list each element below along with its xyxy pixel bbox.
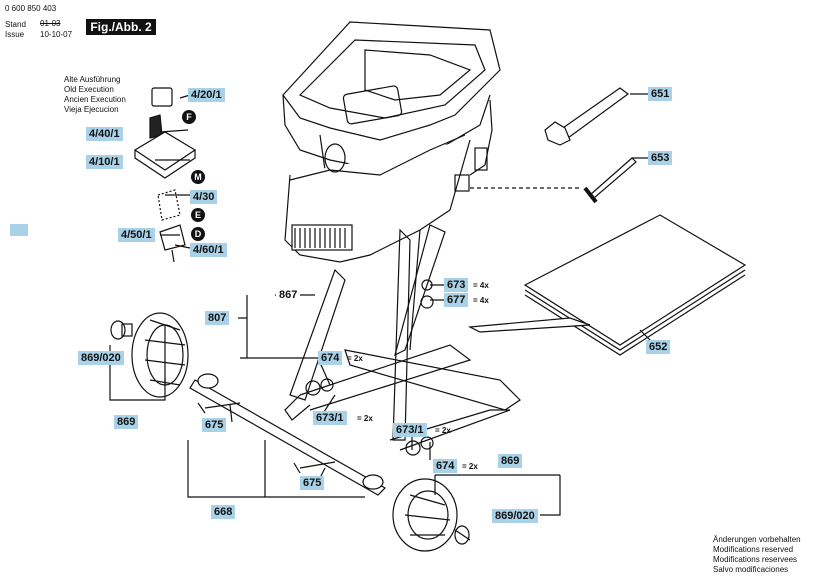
label-673: 673 (444, 278, 469, 292)
label-867: 867 (276, 288, 301, 302)
circle-marker-m: M (191, 170, 205, 184)
label-677: 677 (444, 293, 469, 307)
qty-673: = 4x (473, 281, 489, 290)
label-869-020-left: 869/020 (78, 351, 124, 365)
footer-line-3: Modifications reservees (713, 555, 798, 564)
circle-marker-d: D (191, 227, 205, 241)
part-number: 0 600 850 403 (5, 4, 57, 13)
figure-tag: Fig./Abb. 2 (86, 19, 156, 35)
stand-value: 01-03 (40, 19, 61, 28)
label-4-50-1: 4/50/1 (118, 228, 155, 242)
footer-line-2: Modifications reserved (713, 545, 794, 554)
issue-label: Issue (5, 30, 25, 39)
label-869-left: 869 (114, 415, 139, 429)
label-4-20-1: 4/20/1 (188, 88, 225, 102)
label-869-right: 869 (498, 454, 523, 468)
label-673-1-right: 673/1 (393, 423, 427, 437)
label-668: 668 (211, 505, 236, 519)
label-4-40-1: 4/40/1 (86, 127, 123, 141)
label-674-lower: 674 (433, 459, 458, 473)
label-4-30: 4/30 (190, 190, 218, 204)
legend-line-1: Alte Ausführung (64, 75, 121, 84)
footer-line-4: Salvo modificaciones (713, 565, 789, 574)
circle-marker-e: E (191, 208, 205, 222)
label-673-1-left: 673/1 (313, 411, 347, 425)
label-675-right: 675 (300, 476, 325, 490)
label-652: 652 (646, 340, 671, 354)
footer-line-1: Änderungen vorbehalten (713, 535, 801, 544)
legend-line-3: Ancien Execution (64, 95, 126, 104)
label-675-left: 675 (202, 418, 227, 432)
label-869-020-right: 869/020 (492, 509, 538, 523)
legend-line-2: Old Execution (64, 85, 114, 94)
label-674-upper: 674 (318, 351, 343, 365)
stand-label: Stand (5, 20, 26, 29)
qty-674-lower: = 2x (462, 462, 478, 471)
label-4-10-1: 4/10/1 (86, 155, 123, 169)
label-651: 651 (648, 87, 673, 101)
qty-673-1-left: = 2x (357, 414, 373, 423)
legend-line-4: Vieja Ejecucion (64, 105, 119, 114)
qty-677: = 4x (473, 296, 489, 305)
label-807: 807 (205, 311, 230, 325)
issue-value: 10-10-07 (40, 30, 73, 39)
circle-marker-f: F (182, 110, 196, 124)
qty-673-1-right: = 2x (435, 426, 451, 435)
label-4-60-1: 4/60/1 (190, 243, 227, 257)
qty-674-upper: = 2x (347, 354, 363, 363)
blue-marker (10, 224, 28, 236)
label-653: 653 (648, 151, 673, 165)
